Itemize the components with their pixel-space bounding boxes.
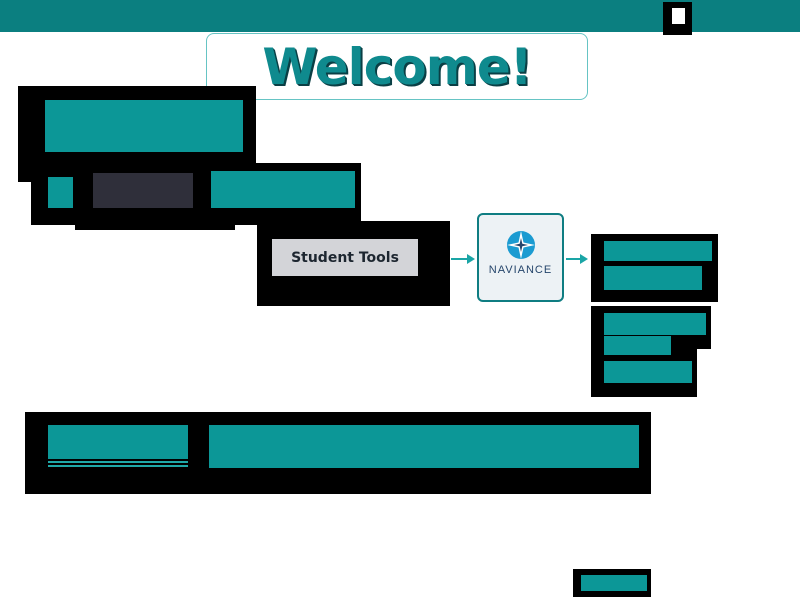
right-link-button[interactable]	[604, 313, 706, 335]
compass-star-icon	[507, 231, 535, 259]
nav-teal-button[interactable]	[211, 171, 355, 208]
nav-dark-button[interactable]	[93, 173, 193, 208]
naviance-card[interactable]: NAVIANCE	[477, 213, 564, 302]
arrow-right-icon	[467, 254, 475, 264]
welcome-banner	[206, 33, 588, 100]
arrow-right-icon	[580, 254, 588, 264]
divider	[48, 465, 188, 467]
student-tools-button[interactable]: Student Tools	[272, 239, 418, 276]
bottom-main-block[interactable]	[209, 425, 639, 468]
banner-block[interactable]	[45, 100, 243, 152]
arrow-line	[566, 258, 580, 260]
square-icon	[672, 8, 685, 24]
right-link-button[interactable]	[604, 336, 671, 355]
bottom-left-block[interactable]	[48, 425, 188, 459]
small-button[interactable]	[581, 575, 647, 591]
right-link-button[interactable]	[604, 361, 692, 383]
nav-row-shadow	[75, 215, 235, 230]
corner-button[interactable]	[663, 2, 692, 35]
right-link-button[interactable]	[604, 266, 702, 290]
right-link-button[interactable]	[604, 241, 712, 261]
naviance-label: NAVIANCE	[488, 264, 553, 276]
arrow-line	[451, 258, 467, 260]
nav-square-button[interactable]	[48, 177, 73, 208]
welcome-title: Welcome!	[262, 38, 532, 96]
divider	[48, 461, 188, 463]
